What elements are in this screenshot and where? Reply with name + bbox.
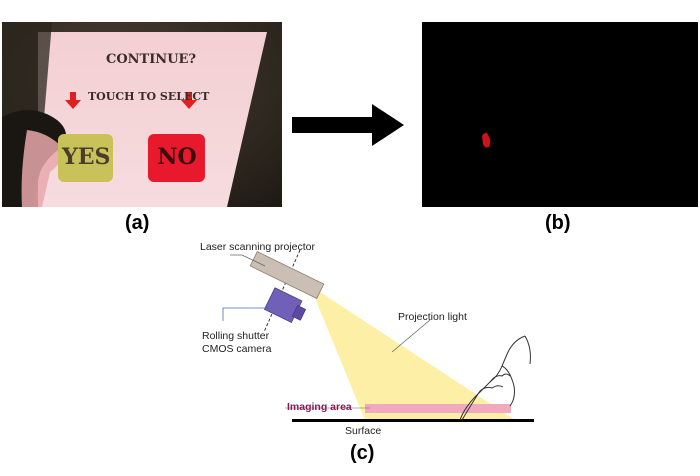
imaging-area	[365, 404, 511, 413]
panel-b-camera-frame	[422, 22, 698, 207]
camera-label-line2: CMOS camera	[202, 343, 272, 355]
panel-a-photo: CONTINUE? TOUCH TO SELECT YES NO	[2, 22, 282, 207]
finger	[21, 130, 63, 207]
yes-button[interactable]	[58, 134, 113, 182]
pointing-hand-icon	[459, 335, 531, 421]
laser-projector	[249, 251, 325, 299]
yes-label: YES	[62, 144, 111, 170]
screen-heading: CONTINUE?	[106, 52, 197, 67]
no-button[interactable]	[148, 134, 205, 182]
caption-b: (b)	[545, 212, 571, 234]
caption-c: (c)	[350, 442, 375, 464]
touch-point	[482, 132, 491, 148]
panel-a-scene	[2, 22, 282, 207]
down-arrow-icon	[65, 92, 81, 109]
no-label: NO	[157, 144, 197, 170]
imaging-area-label: Imaging area	[287, 401, 352, 413]
panel-c-schematic	[222, 249, 534, 422]
projection-light	[310, 286, 515, 420]
cmos-camera	[263, 287, 307, 324]
surface	[292, 419, 534, 422]
caption-a: (a)	[125, 212, 150, 234]
down-arrow-icon	[181, 92, 197, 109]
screen-prompt: TOUCH TO SELECT	[88, 90, 210, 103]
projector-label: Laser scanning projector	[200, 241, 315, 253]
right-arrow-icon	[292, 104, 404, 146]
surface-label: Surface	[345, 425, 382, 437]
camera-label-line1: Rolling shutter	[202, 330, 270, 342]
projection-light-label: Projection light	[398, 311, 467, 323]
